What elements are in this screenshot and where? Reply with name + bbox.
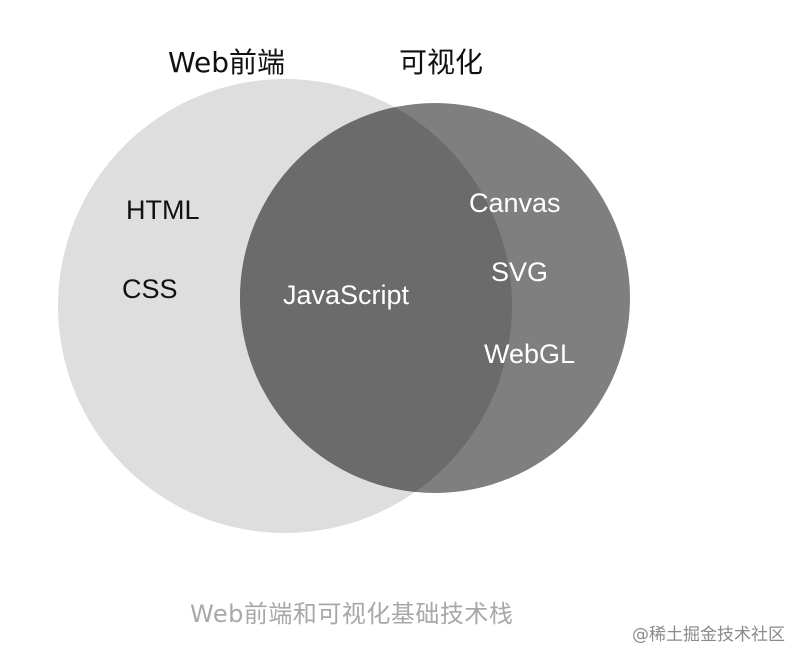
- intersection-region: [240, 103, 512, 493]
- set-title-web-frontend: Web前端: [168, 46, 285, 79]
- item-javascript: JavaScript: [283, 280, 410, 310]
- figure-caption: Web前端和可视化基础技术栈: [190, 600, 513, 628]
- item-html: HTML: [126, 195, 200, 225]
- item-webgl: WebGL: [484, 339, 575, 369]
- item-canvas: Canvas: [469, 188, 561, 218]
- set-title-visualization: 可视化: [399, 46, 483, 79]
- watermark: @稀土掘金技术社区: [632, 625, 785, 645]
- item-svg: SVG: [491, 257, 548, 287]
- item-css: CSS: [122, 274, 178, 304]
